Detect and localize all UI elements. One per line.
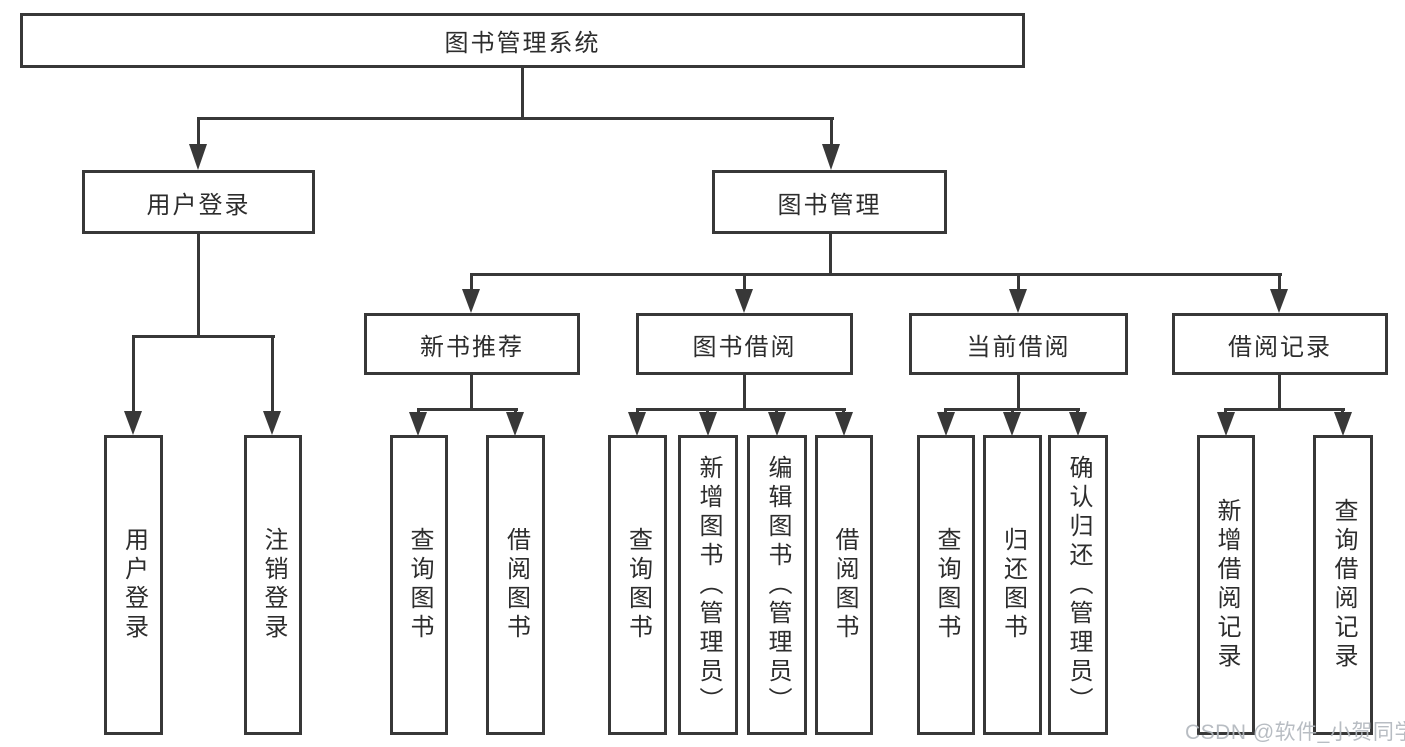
node-leaf-borrow-books-recommend: 借阅图书 xyxy=(486,435,545,735)
node-label: 查询借阅记录 xyxy=(1330,498,1357,672)
arrowhead-down-icon xyxy=(768,412,786,436)
node-leaf-query-books-current: 查询图书 xyxy=(917,435,975,735)
connector-line xyxy=(470,375,473,410)
node-leaf-edit-books-admin: 编辑图书（管理员） xyxy=(747,435,807,735)
node-leaf-query-borrow-record: 查询借阅记录 xyxy=(1313,435,1373,735)
node-label: 图书管理 xyxy=(777,191,882,219)
connector-line xyxy=(197,234,200,337)
arrowhead-down-icon xyxy=(628,412,646,436)
node-label: 用户登录 xyxy=(146,191,251,219)
node-current-borrowing: 当前借阅 xyxy=(909,313,1128,375)
node-leaf-user-login: 用户登录 xyxy=(104,435,163,735)
connector-line xyxy=(743,273,746,293)
connector-line xyxy=(1017,375,1020,410)
arrowhead-down-icon xyxy=(1069,412,1087,436)
connector-line xyxy=(830,117,833,148)
connector-line xyxy=(636,408,846,411)
watermark: CSDN @软件_小贺同学 xyxy=(1185,721,1405,744)
node-label: 当前借阅 xyxy=(966,333,1071,361)
node-borrowing-records: 借阅记录 xyxy=(1172,313,1388,375)
arrowhead-down-icon xyxy=(462,289,480,313)
connector-line xyxy=(132,335,275,338)
node-label: 编辑图书（管理员） xyxy=(764,454,791,716)
arrowhead-down-icon xyxy=(1217,412,1235,436)
node-user-login: 用户登录 xyxy=(82,170,315,234)
arrowhead-down-icon xyxy=(835,412,853,436)
arrowhead-down-icon xyxy=(409,412,427,436)
connector-line xyxy=(470,273,473,293)
node-label: 新增图书（管理员） xyxy=(695,454,722,716)
node-leaf-return-books: 归还图书 xyxy=(983,435,1042,735)
node-new-book-recommendation: 新书推荐 xyxy=(364,313,580,375)
arrowhead-down-icon xyxy=(1334,412,1352,436)
connector-line xyxy=(132,335,135,413)
arrowhead-down-icon xyxy=(1003,412,1021,436)
connector-line xyxy=(1278,273,1281,293)
connector-line xyxy=(197,117,834,120)
node-label: 查询图书 xyxy=(933,527,960,643)
node-label: 确认归还（管理员） xyxy=(1065,454,1092,716)
node-label: 借阅图书 xyxy=(502,527,530,643)
connector-line xyxy=(417,408,518,411)
arrowhead-down-icon xyxy=(822,144,840,170)
node-leaf-add-borrow-record: 新增借阅记录 xyxy=(1197,435,1255,735)
connector-line xyxy=(197,117,200,148)
node-label: 新增借阅记录 xyxy=(1213,498,1240,672)
connector-line xyxy=(470,273,1282,276)
node-label: 归还图书 xyxy=(999,527,1027,643)
node-label: 查询图书 xyxy=(406,527,433,643)
connector-line xyxy=(1278,375,1281,410)
node-label: 图书管理系统 xyxy=(444,30,601,57)
node-book-borrowing: 图书借阅 xyxy=(636,313,853,375)
node-leaf-logout: 注销登录 xyxy=(244,435,302,735)
node-book-management: 图书管理 xyxy=(712,170,947,234)
arrowhead-down-icon xyxy=(1270,289,1288,313)
connector-line xyxy=(1224,408,1345,411)
connector-line xyxy=(1017,273,1020,293)
node-leaf-query-books-recommend: 查询图书 xyxy=(390,435,448,735)
arrowhead-down-icon xyxy=(263,411,281,435)
node-label: 查询图书 xyxy=(624,527,652,643)
node-leaf-query-books-borrowing: 查询图书 xyxy=(608,435,667,735)
arrowhead-down-icon xyxy=(124,411,142,435)
node-label: 新书推荐 xyxy=(420,333,524,361)
node-leaf-confirm-return-admin: 确认归还（管理员） xyxy=(1048,435,1108,735)
connector-line xyxy=(521,68,524,119)
node-label: 借阅图书 xyxy=(831,527,858,643)
node-label: 图书借阅 xyxy=(692,333,797,361)
connector-line xyxy=(743,375,746,410)
arrowhead-down-icon xyxy=(699,412,717,436)
arrowhead-down-icon xyxy=(506,412,524,436)
arrowhead-down-icon xyxy=(1009,289,1027,313)
node-leaf-add-books-admin: 新增图书（管理员） xyxy=(678,435,738,735)
node-label: 用户登录 xyxy=(120,527,148,643)
connector-line xyxy=(829,234,832,275)
node-leaf-borrow-books: 借阅图书 xyxy=(815,435,873,735)
arrowhead-down-icon xyxy=(735,289,753,313)
arrowhead-down-icon xyxy=(189,144,207,170)
node-library-management-system: 图书管理系统 xyxy=(20,13,1025,68)
node-label: 注销登录 xyxy=(260,527,287,643)
node-label: 借阅记录 xyxy=(1228,333,1332,361)
arrowhead-down-icon xyxy=(937,412,955,436)
connector-line xyxy=(271,335,274,413)
